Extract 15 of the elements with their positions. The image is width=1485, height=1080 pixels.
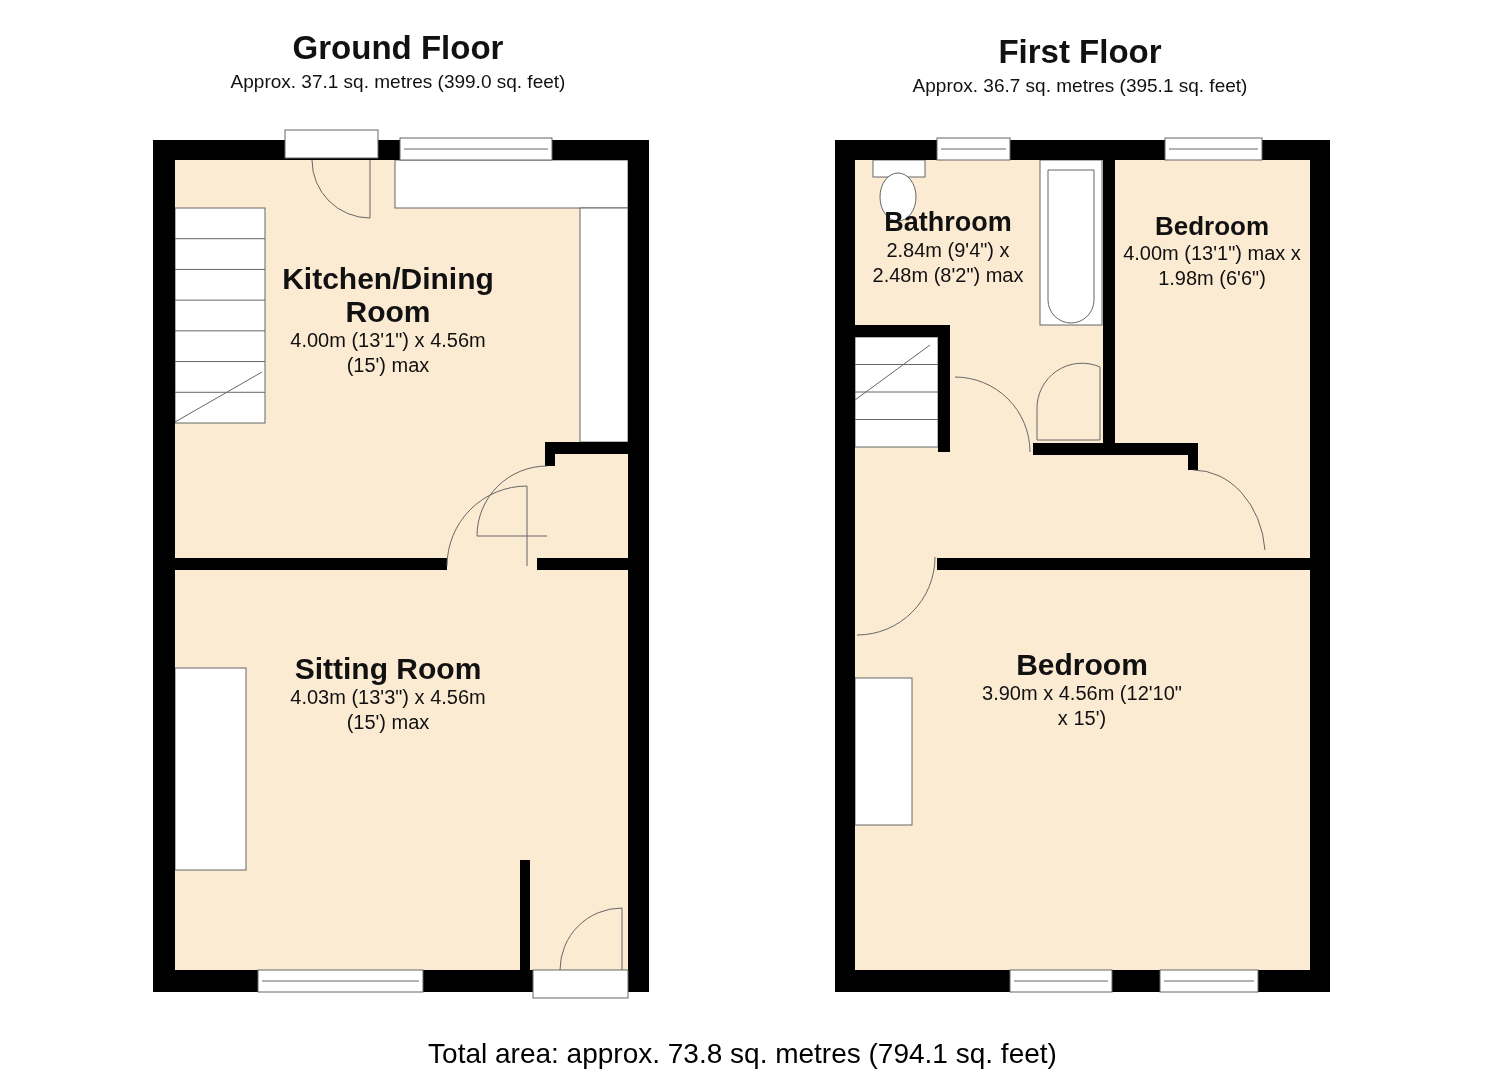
room-dimensions: 4.00m (13'1") x 4.56m (15') max: [289, 328, 487, 378]
room-dimensions: 2.84m (9'4") x 2.48m (8'2") max: [871, 237, 1025, 288]
caption: Total area: approx. 73.8 sq. metres (794.1 sq. feet): [427, 1038, 1058, 1070]
room-dimensions: 4.03m (13'3") x 4.56m (15') max: [289, 685, 487, 735]
room-name: Sitting Room: [294, 652, 482, 685]
floor-heading: First Floor: [998, 34, 1162, 71]
room-name: Bedroom: [1154, 212, 1270, 241]
room-name: Bathroom: [884, 208, 1012, 238]
floor-area-text: Approx. 36.7 sq. metres (395.1 sq. feet): [912, 74, 1248, 99]
room-dimensions: 4.00m (13'1") max x 1.98m (6'6"): [1122, 240, 1302, 291]
room-name: Kitchen/Dining Room: [281, 262, 495, 328]
room-name: Bedroom: [1016, 648, 1148, 681]
room-dimensions: 3.90m x 4.56m (12'10" x 15'): [982, 681, 1182, 731]
floor-area-text: Approx. 37.1 sq. metres (399.0 sq. feet): [230, 70, 566, 95]
floor-heading: Ground Floor: [292, 30, 504, 67]
